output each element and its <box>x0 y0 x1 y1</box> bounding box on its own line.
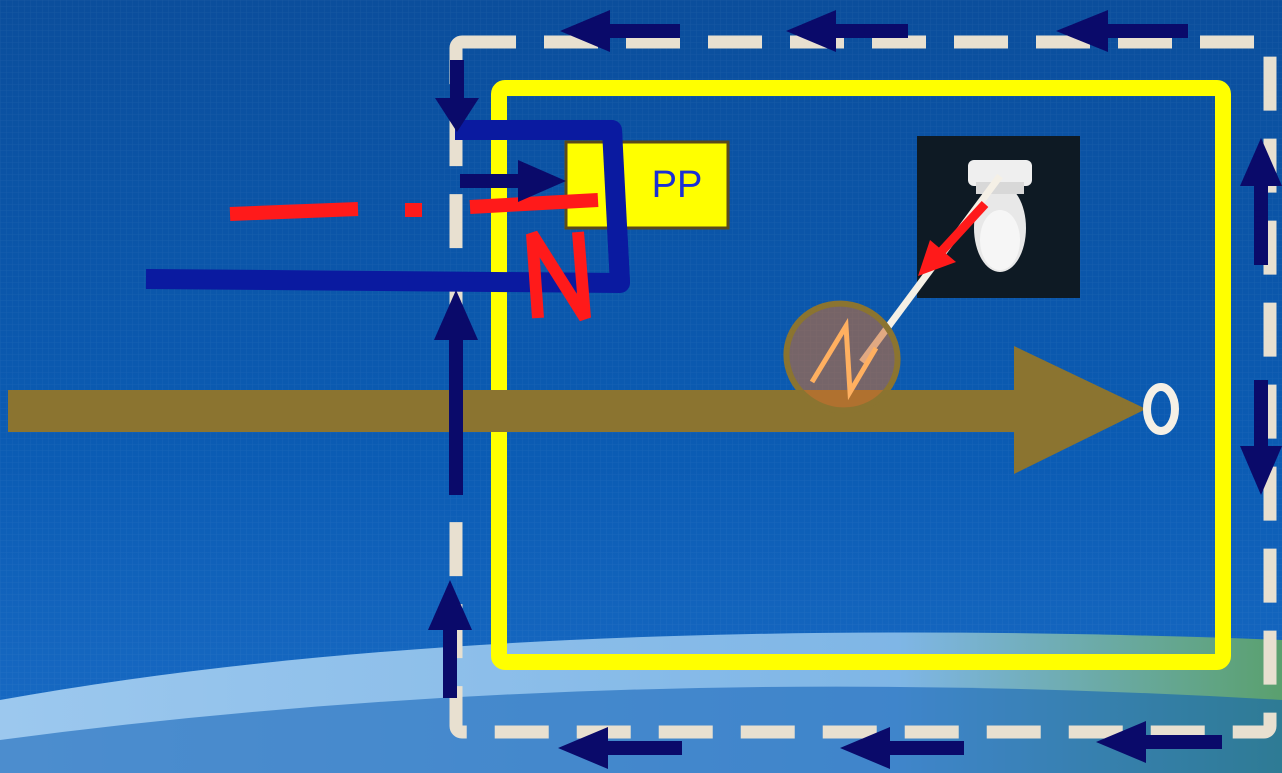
toilet-icon <box>917 136 1080 298</box>
blue-pipe-front <box>612 130 620 283</box>
pp-box <box>566 142 728 228</box>
